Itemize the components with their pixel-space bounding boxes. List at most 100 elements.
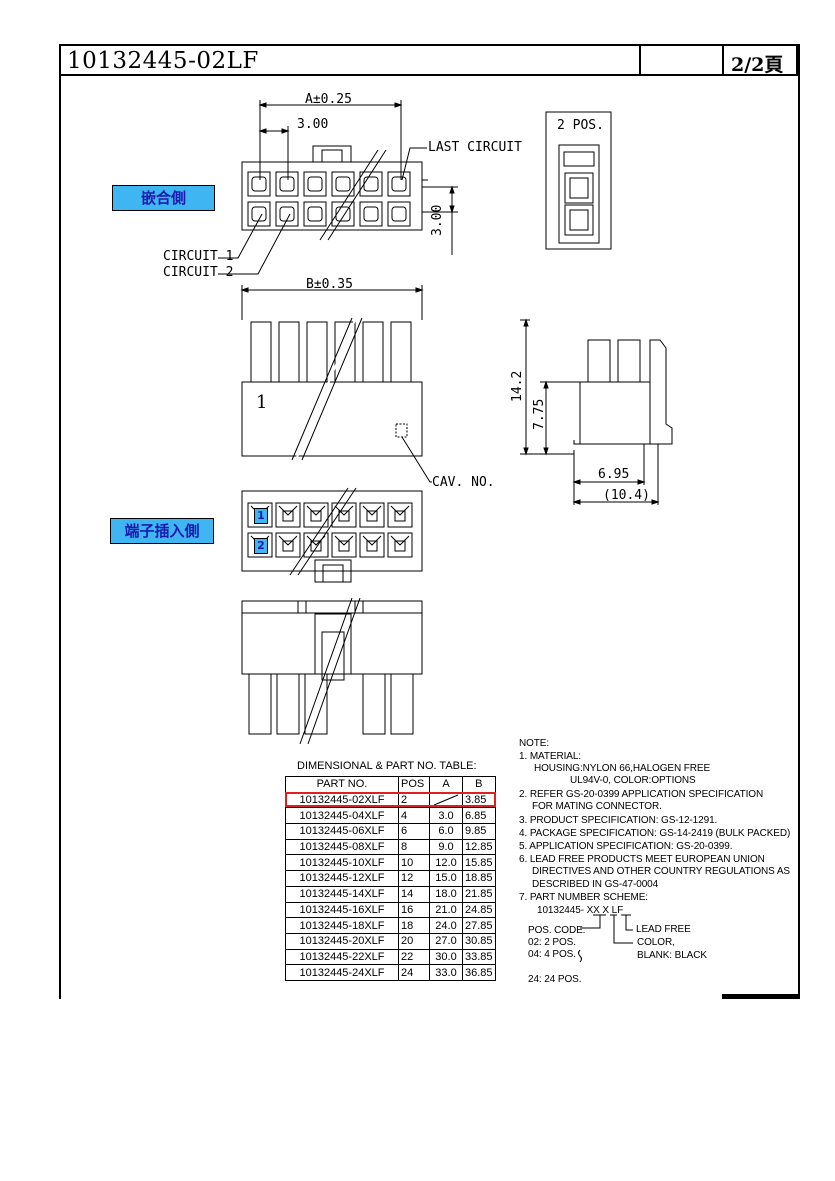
cell-part-no: 10132445-06XLF bbox=[285, 823, 399, 840]
note-line: DIRECTIVES AND OTHER COUNTRY REGULATIONS… bbox=[532, 866, 790, 877]
mating-cavity bbox=[387, 201, 411, 227]
note-line: 6. LEAD FREE PRODUCTS MEET EUROPEAN UNIO… bbox=[519, 854, 765, 865]
cell-a: 3.0 bbox=[429, 807, 463, 825]
mating-cavity bbox=[275, 201, 299, 227]
terminal-cavity bbox=[387, 532, 413, 558]
cell-part-no: 10132445-10XLF bbox=[285, 854, 399, 872]
terminal-cavity bbox=[359, 502, 385, 528]
note-line: FOR MATING CONNECTOR. bbox=[532, 801, 662, 812]
terminal-cavity bbox=[275, 532, 301, 558]
note-line: 2. REFER GS-20-0399 APPLICATION SPECIFIC… bbox=[519, 789, 764, 800]
cavity-1-marker: 1 bbox=[254, 508, 268, 524]
terminal-cavity-detail bbox=[362, 535, 382, 552]
page-number: 2/2頁 bbox=[731, 54, 784, 76]
terminal-cavity-detail bbox=[362, 505, 382, 522]
note-line: DESCRIBED IN GS-47-0004 bbox=[532, 879, 659, 890]
header-part-no: PART NO. bbox=[285, 776, 399, 793]
title-divider bbox=[722, 46, 724, 74]
terminal-cavity bbox=[275, 502, 301, 528]
cell-pos: 18 bbox=[398, 917, 430, 934]
cell-a: 12.0 bbox=[429, 854, 463, 872]
cell-pos: 14 bbox=[398, 885, 430, 903]
note-line: 02: 2 POS. bbox=[528, 937, 576, 948]
terminal-cavity bbox=[387, 502, 413, 528]
cell-part-no: 10132445-24XLF bbox=[285, 964, 399, 981]
terminal-cavity-detail bbox=[390, 505, 410, 522]
cell-b: 6.85 bbox=[462, 807, 496, 825]
mating-cavity-inner bbox=[391, 176, 407, 192]
terminal-cavity bbox=[331, 532, 357, 558]
note-line: COLOR, bbox=[637, 937, 675, 948]
cell-b: 24.85 bbox=[462, 901, 496, 919]
cell-a: 15.0 bbox=[429, 870, 463, 887]
cell-a: 18.0 bbox=[429, 885, 463, 903]
mating-cavity bbox=[359, 201, 383, 227]
height-142-label: 14.2 bbox=[510, 370, 525, 402]
cell-part-no: 10132445-18XLF bbox=[285, 917, 399, 934]
terminal-cavity-detail bbox=[278, 505, 298, 522]
two-pos-view bbox=[545, 111, 612, 250]
dim-a-label: A±0.25 bbox=[305, 92, 352, 107]
cell-a: 30.0 bbox=[429, 948, 463, 966]
last-circuit-label: LAST CIRCUIT bbox=[428, 140, 522, 155]
mating-cavity-inner bbox=[363, 206, 379, 222]
cell-part-no: 10132445-14XLF bbox=[285, 885, 399, 903]
cell-b: 15.85 bbox=[462, 854, 496, 872]
mating-cavity bbox=[331, 201, 355, 227]
pitch-label: 3.00 bbox=[297, 117, 329, 132]
cell-pos: 10 bbox=[398, 854, 430, 872]
cell-b: 33.85 bbox=[462, 948, 496, 966]
side-view bbox=[240, 285, 432, 483]
mating-cavity bbox=[247, 171, 271, 197]
two-pos-label: 2 POS. bbox=[557, 118, 604, 133]
terminal-cavity-detail bbox=[334, 535, 354, 552]
terminal-side-view bbox=[241, 487, 423, 583]
cell-b: 30.85 bbox=[462, 932, 496, 950]
cell-pos: 24 bbox=[398, 964, 430, 981]
cell-a: 33.0 bbox=[429, 964, 463, 981]
note-line: 3. PRODUCT SPECIFICATION: GS-12-1291. bbox=[519, 815, 718, 826]
note-line: 10132445- XX X LF bbox=[537, 905, 624, 916]
terminal-cavity bbox=[303, 502, 329, 528]
title-block: 10132445-02LF 2/2頁 bbox=[59, 44, 798, 76]
terminal-cavity-detail bbox=[306, 505, 326, 522]
cavity-grid bbox=[247, 171, 411, 227]
cell-b: 9.85 bbox=[462, 823, 496, 840]
cavity-2-marker: 2 bbox=[254, 538, 268, 554]
cell-a: 21.0 bbox=[429, 901, 463, 919]
cell-b: 36.85 bbox=[462, 964, 496, 981]
terminal-cavity-detail bbox=[334, 505, 354, 522]
terminal-cavity-grid bbox=[247, 502, 413, 558]
cell-pos: 20 bbox=[398, 932, 430, 950]
width-104-label: (10.4) bbox=[603, 488, 650, 503]
cell-pos: 16 bbox=[398, 901, 430, 919]
height-775-label: 7.75 bbox=[532, 398, 547, 430]
cell-pos: 6 bbox=[398, 823, 430, 840]
mating-cavity-inner bbox=[391, 206, 407, 222]
mating-cavity-inner bbox=[335, 176, 351, 192]
note-line: UL94V-0, COLOR:OPTIONS bbox=[570, 775, 696, 786]
title-divider bbox=[639, 46, 641, 74]
cell-a: 6.0 bbox=[429, 823, 463, 840]
note-line: NOTE: bbox=[519, 738, 550, 749]
cell-part-no: 10132445-22XLF bbox=[285, 948, 399, 966]
terminal-side-badge: 端子插入側 bbox=[110, 518, 214, 544]
mating-cavity-inner bbox=[307, 206, 323, 222]
terminal-cavity-detail bbox=[390, 535, 410, 552]
mating-cavity bbox=[247, 201, 271, 227]
note-line: BLANK: BLACK bbox=[637, 950, 707, 961]
note-line: LEAD FREE bbox=[636, 924, 691, 935]
width-695-label: 6.95 bbox=[598, 467, 630, 482]
table-caption: DIMENSIONAL & PART NO. TABLE: bbox=[297, 760, 477, 772]
terminal-cavity-detail bbox=[278, 535, 298, 552]
cell-pos: 4 bbox=[398, 807, 430, 825]
cell-a: 24.0 bbox=[429, 917, 463, 934]
